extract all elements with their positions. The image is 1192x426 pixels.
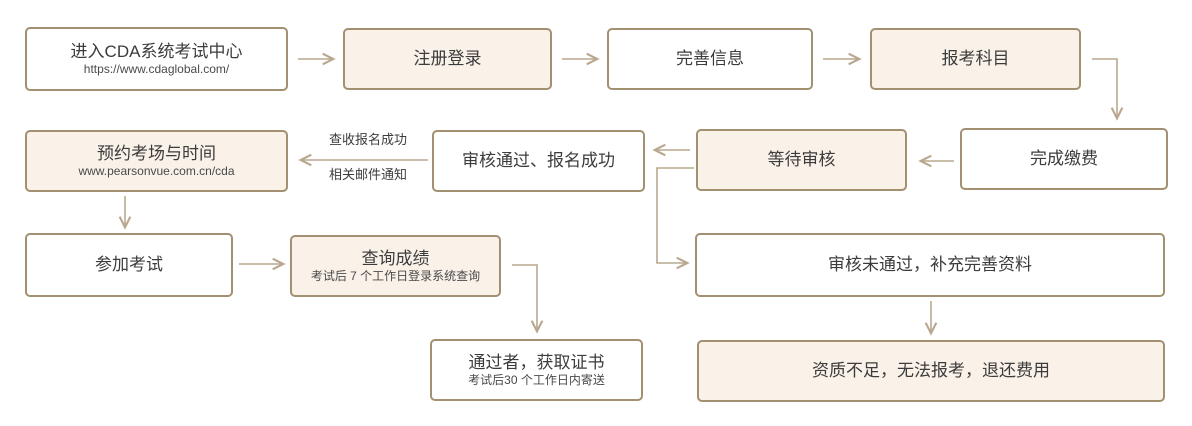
node-url: https://www.cdaglobal.com/ (83, 61, 230, 76)
node-note: 考试后 7 个工作日登录系统查询 (310, 268, 481, 283)
node-title: 进入CDA系统考试中心 (70, 41, 243, 61)
arrow-wait-to-reject (656, 167, 694, 270)
node-refund: 资质不足，无法报考，退还费用 (697, 340, 1165, 402)
edge-label-mail-notice-line1: 查收报名成功 (328, 132, 407, 147)
node-wait-review: 等待审核 (696, 129, 907, 191)
node-register-login: 注册登录 (343, 28, 552, 90)
node-title: 通过者，获取证书 (468, 352, 605, 372)
node-note: 考试后30 个工作日内寄送 (468, 372, 605, 387)
arrow-score-to-cert (512, 264, 544, 334)
node-title: 报考科目 (941, 49, 1010, 69)
node-get-certificate: 通过者，获取证书 考试后30 个工作日内寄送 (430, 339, 643, 401)
node-title: 注册登录 (413, 49, 482, 69)
node-take-exam: 参加考试 (25, 233, 233, 297)
node-title: 参加考试 (95, 255, 163, 275)
node-complete-payment: 完成缴费 (960, 128, 1168, 190)
node-enter-cda-center: 进入CDA系统考试中心 https://www.cdaglobal.com/ (25, 27, 288, 91)
node-title: 查询成绩 (361, 248, 430, 268)
edge-label-mail-notice-line2: 相关邮件通知 (328, 167, 407, 182)
node-title: 资质不足，无法报考，退还费用 (812, 361, 1050, 381)
node-url: www.pearsonvue.com.cn/cda (78, 163, 235, 178)
node-review-failed: 审核未通过，补充完善资料 (695, 233, 1165, 297)
node-title: 审核未通过，补充完善资料 (828, 255, 1032, 275)
arrow-subject-to-pay (1092, 58, 1124, 121)
node-title: 等待审核 (767, 150, 836, 170)
node-title: 完善信息 (676, 49, 744, 69)
node-check-score: 查询成绩 考试后 7 个工作日登录系统查询 (290, 235, 501, 297)
node-book-exam-site: 预约考场与时间 www.pearsonvue.com.cn/cda (25, 130, 288, 192)
node-title: 预约考场与时间 (97, 143, 216, 163)
node-review-passed: 审核通过、报名成功 (432, 130, 645, 192)
node-complete-info: 完善信息 (607, 28, 813, 90)
node-title: 审核通过、报名成功 (462, 151, 615, 171)
node-title: 完成缴费 (1030, 149, 1098, 169)
node-choose-subject: 报考科目 (870, 28, 1081, 90)
